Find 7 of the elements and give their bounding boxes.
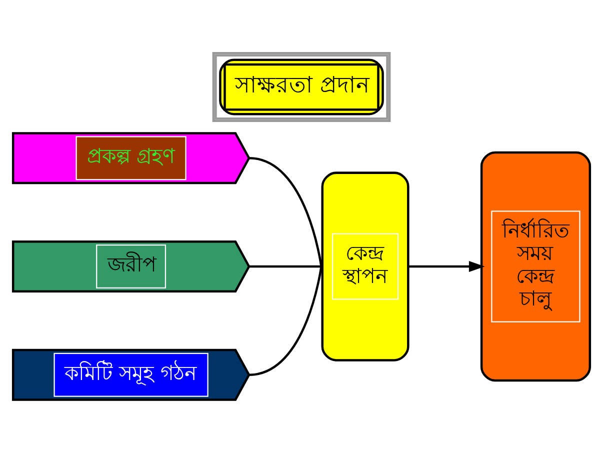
- diagram-title: সাক্ষরতা প্রদান: [234, 72, 370, 98]
- connector: [249, 264, 322, 268]
- node-box: নির্ধারিত সময় কেন্দ্র চালু: [480, 150, 592, 382]
- node-box: কেন্দ্র স্থাপন: [321, 171, 410, 361]
- connector: [248, 156, 322, 266]
- arrow: [408, 260, 485, 272]
- connector: [248, 266, 322, 376]
